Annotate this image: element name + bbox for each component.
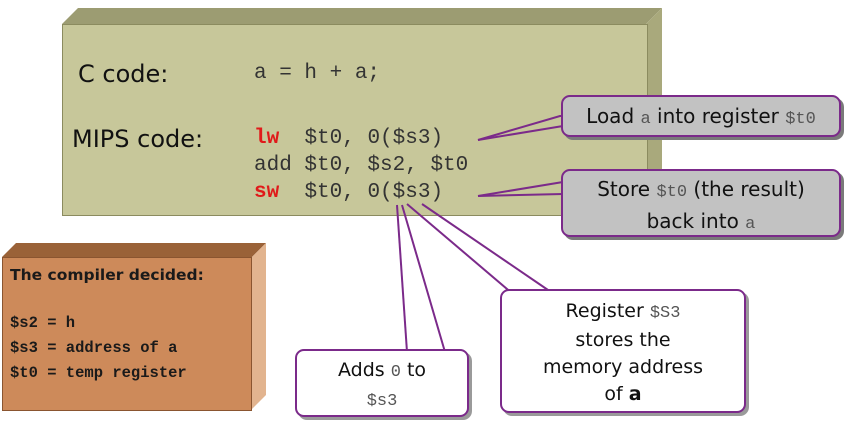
compiler-line-t0: $t0 = temp register [10,364,187,382]
callout-adds: Adds 0 to $s3 [295,349,469,417]
callout-s3-line-2: stores the [575,329,671,351]
callout-adds-line-2: $s3 [297,386,467,415]
connector-store-2 [477,193,564,197]
callout-load-reg: $t0 [785,110,816,129]
mips-line-add: add $t0, $s2, $t0 [254,154,468,177]
callout-adds-text-1: Adds [337,359,391,381]
operands-sw: $t0, 0($s3) [304,181,444,204]
opcode-sw: sw [254,181,280,204]
callout-load-text-1: Load [586,104,641,128]
callout-store-text-2: (the result) [687,177,805,201]
callout-store-var: a [745,215,756,234]
callout-adds-num: 0 [390,363,401,382]
compiler-title: The compiler decided: [10,266,204,284]
compiler-panel [2,257,252,411]
mips-code-label: MIPS code: [72,125,204,153]
compiler-line-s3: $s3 = address of a [10,339,178,357]
callout-s3-line-4: of a [502,381,744,408]
mips-line-lw: lw $t0, 0($s3) [254,127,443,150]
callout-s3-text-4: of [604,383,629,405]
callout-store: Store $t0 (the result) back into a [561,169,841,237]
callout-adds-text-2: to [400,359,427,381]
callout-load-text-2: into register [650,104,786,128]
opcode-lw: lw [254,127,280,150]
connector-store [477,181,564,197]
opcode-add: add [254,154,292,177]
callout-store-line-1: Store $t0 (the result) [563,175,839,207]
callout-s3-line-1: Register $S3 [502,298,744,327]
callout-s3-reg: $S3 [649,304,681,323]
callout-store-text-3: back into [646,209,746,233]
connector-s3-a [406,203,521,301]
connector-load-2 [477,125,564,141]
callout-store-line-2: back into a [563,207,839,239]
mips-line-sw: sw $t0, 0($s3) [254,181,443,204]
compiler-line-s2: $s2 = h [10,314,76,332]
c-code-label: C code: [78,60,169,88]
callout-load-var: a [640,110,651,129]
operands-lw: $t0, 0($s3) [304,127,444,150]
callout-adds-reg: $s3 [366,392,398,411]
connector-adds-a [396,204,408,353]
connector-adds-b [401,204,446,353]
callout-load: Load a into register $t0 [561,95,841,137]
callout-s3-line-3: memory address [542,356,704,378]
callout-s3: Register $S3 stores the memory address o… [500,289,746,413]
callout-store-text-1: Store [597,177,657,201]
callout-store-reg: $t0 [656,183,688,202]
operands-add: $t0, $s2, $t0 [304,154,469,177]
callout-s3-var: a [628,383,642,405]
callout-s3-text-1: Register [565,300,650,322]
connector-s3-b [421,203,549,291]
callout-adds-line-1: Adds 0 to [297,357,467,386]
c-code-statement: a = h + a; [254,62,381,85]
